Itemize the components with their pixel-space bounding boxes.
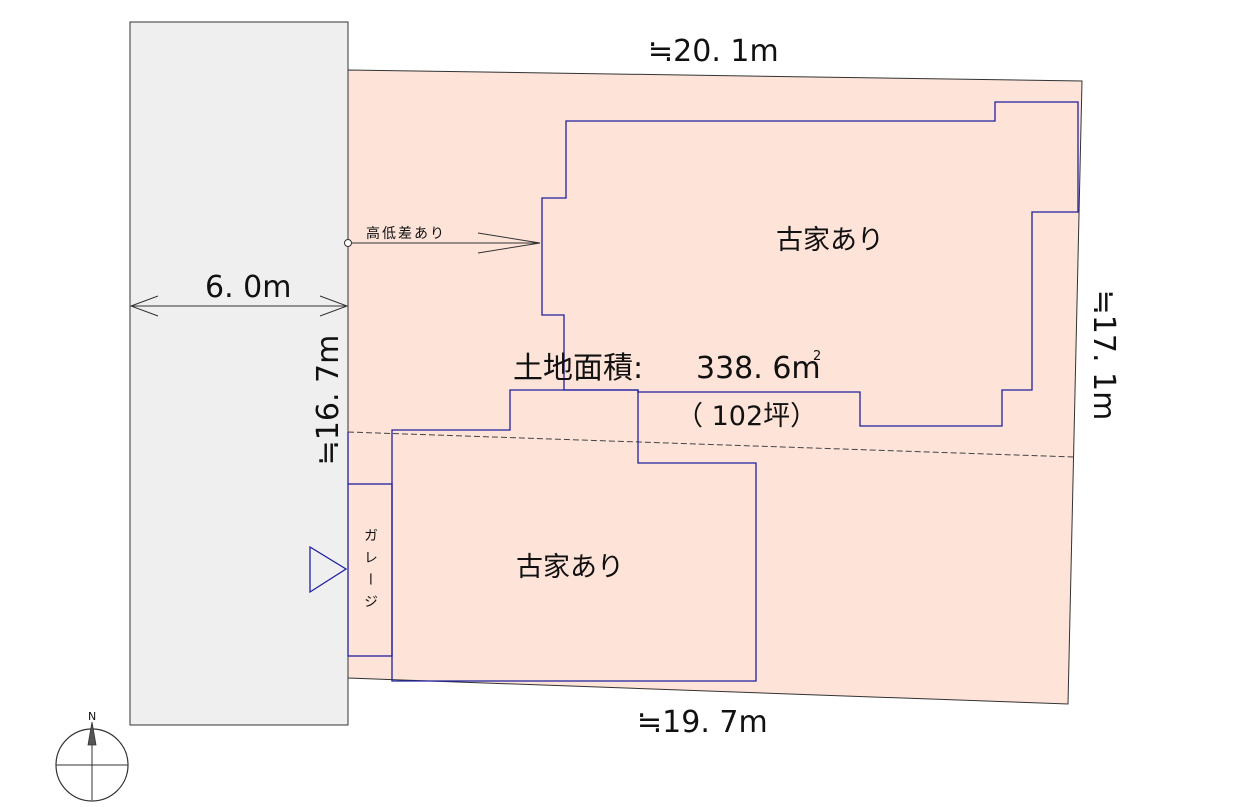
left-depth-label: ≒16. 7m bbox=[311, 335, 346, 466]
right-depth-label: ≒17. 1m bbox=[1086, 290, 1121, 421]
road-width-arrow bbox=[129, 295, 349, 317]
garage-outline bbox=[347, 483, 393, 657]
area-label: 土地面積: bbox=[513, 351, 643, 386]
bottom-width-label: ≒19. 7m bbox=[637, 705, 768, 740]
house-upper-label: 古家あり bbox=[776, 225, 884, 256]
entrance-triangle bbox=[309, 545, 348, 594]
lot-division-line bbox=[347, 431, 1075, 458]
road-width-label: 6. 0m bbox=[205, 270, 291, 305]
tsubo-label: （ 102坪） bbox=[676, 401, 817, 432]
lot-boundary bbox=[347, 69, 1083, 705]
garage-label: ガレージ bbox=[362, 528, 378, 616]
top-width-label: ≒20. 1m bbox=[648, 34, 779, 69]
area-superscript: 2 bbox=[813, 349, 821, 364]
compass-north-label: N bbox=[88, 710, 96, 723]
compass-icon bbox=[55, 721, 129, 802]
area-value: 338. 6m bbox=[696, 351, 821, 386]
house-lower-label: 古家あり bbox=[516, 552, 624, 583]
level-difference-leader bbox=[344, 232, 541, 254]
house-upper-outline bbox=[541, 101, 1079, 427]
level-difference-label: 高低差あり bbox=[366, 225, 446, 242]
house-lower-outline bbox=[391, 389, 757, 682]
road bbox=[129, 21, 349, 726]
